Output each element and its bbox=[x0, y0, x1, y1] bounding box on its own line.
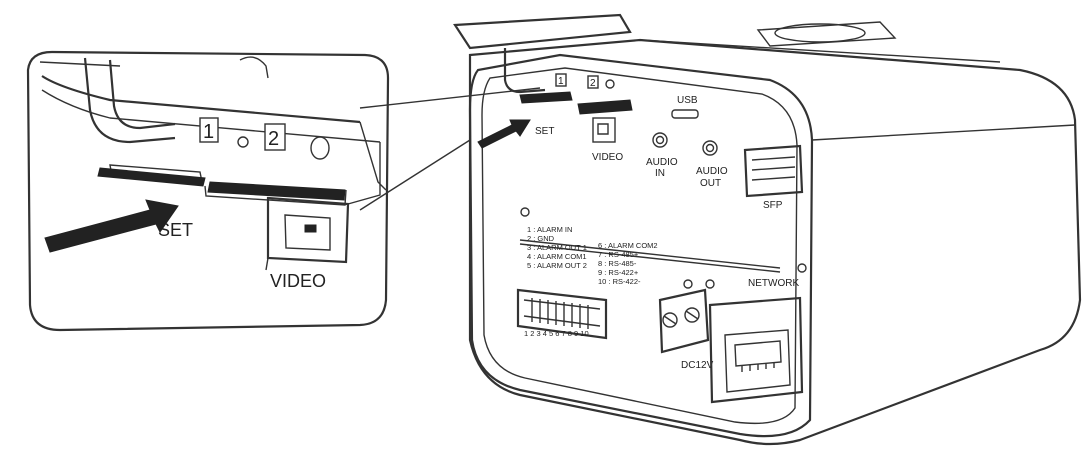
pin-list-right: 6 : ALARM COM2 7 : RS-485+ 8 : RS-485- 9… bbox=[598, 241, 658, 286]
led-indicator bbox=[605, 79, 615, 89]
camera-body: 1 2 SET USB VIDEO AUDIO IN AUDIO OUT SFP… bbox=[453, 13, 1082, 446]
pin-list-left: 1 : ALARM IN 2 : GND 3 : ALARM OUT 1 4 :… bbox=[527, 225, 587, 270]
network-port bbox=[708, 296, 804, 404]
pin-left-2: 3 : ALARM OUT 1 bbox=[527, 243, 587, 252]
audio-in-label-1: AUDIO bbox=[646, 157, 678, 168]
slot-2-box bbox=[587, 75, 599, 89]
zoom-slot-2-label: 2 bbox=[268, 128, 279, 150]
zoom-video-label: VIDEO bbox=[270, 271, 326, 291]
callout-line-top bbox=[359, 87, 541, 109]
usb-label: USB bbox=[677, 95, 698, 106]
dc12v-terminal bbox=[658, 288, 710, 354]
sfp-port bbox=[743, 144, 804, 198]
camera-reset-label: SET bbox=[535, 126, 554, 137]
pin-left-4: 5 : ALARM OUT 2 bbox=[527, 261, 587, 270]
camera-video-label: VIDEO bbox=[592, 152, 623, 163]
audio-out-label-1: AUDIO bbox=[696, 166, 728, 177]
pin-left-1: 2 : GND bbox=[527, 234, 555, 243]
zoom-sd-card-2 bbox=[207, 181, 346, 201]
network-label: NETWORK bbox=[748, 278, 799, 289]
audio-out-label-2: OUT bbox=[700, 178, 721, 189]
slot-1-box bbox=[555, 73, 567, 87]
pin-right-3: 9 : RS-422+ bbox=[598, 268, 639, 277]
audio-out-jack bbox=[702, 140, 718, 156]
dc12v-label: DC12V bbox=[681, 360, 714, 371]
reset-card bbox=[519, 91, 573, 104]
zoom-cable-hook bbox=[83, 57, 176, 144]
pin-right-1: 7 : RS-485+ bbox=[598, 250, 639, 259]
zoom-slot-2-box bbox=[264, 123, 286, 151]
video-port bbox=[592, 117, 616, 143]
zoom-slot-1-box bbox=[199, 117, 219, 143]
zoom-reset-label: SET bbox=[158, 220, 193, 240]
logo-plate bbox=[774, 23, 866, 43]
sd-card-2 bbox=[577, 99, 633, 115]
audio-in-jack bbox=[652, 132, 668, 148]
camera-slot-2-label: 2 bbox=[590, 78, 596, 89]
screw-hole bbox=[520, 207, 530, 217]
sunshade bbox=[453, 13, 632, 50]
terminal-pin-numbers: 1 2 3 4 5 6 7 8 9 10 bbox=[524, 329, 589, 338]
pin-right-2: 8 : RS-485- bbox=[598, 259, 637, 268]
zoom-slot-1-label: 1 bbox=[203, 121, 214, 143]
cable-hook bbox=[503, 48, 546, 94]
eject-arrow-small bbox=[477, 119, 531, 149]
pin-left-0: 1 : ALARM IN bbox=[527, 225, 572, 234]
callout-line-bottom bbox=[359, 139, 471, 211]
zoom-reset-card bbox=[97, 167, 206, 187]
zoom-led bbox=[237, 136, 249, 148]
sfp-label: SFP bbox=[763, 200, 783, 211]
pin-left-3: 4 : ALARM COM1 bbox=[527, 252, 587, 261]
terminal-block bbox=[516, 288, 608, 340]
zoom-panel: 1 2 SET VIDEO bbox=[26, 50, 390, 332]
usb-port bbox=[671, 109, 699, 119]
audio-in-label-2: IN bbox=[655, 168, 665, 179]
eject-arrow-large bbox=[44, 199, 179, 253]
zoom-video-port bbox=[266, 196, 350, 264]
zoom-round-port bbox=[310, 136, 330, 160]
pin-right-4: 10 : RS-422- bbox=[598, 277, 641, 286]
camera-slot-1-label: 1 bbox=[558, 76, 564, 87]
pin-right-0: 6 : ALARM COM2 bbox=[598, 241, 658, 250]
